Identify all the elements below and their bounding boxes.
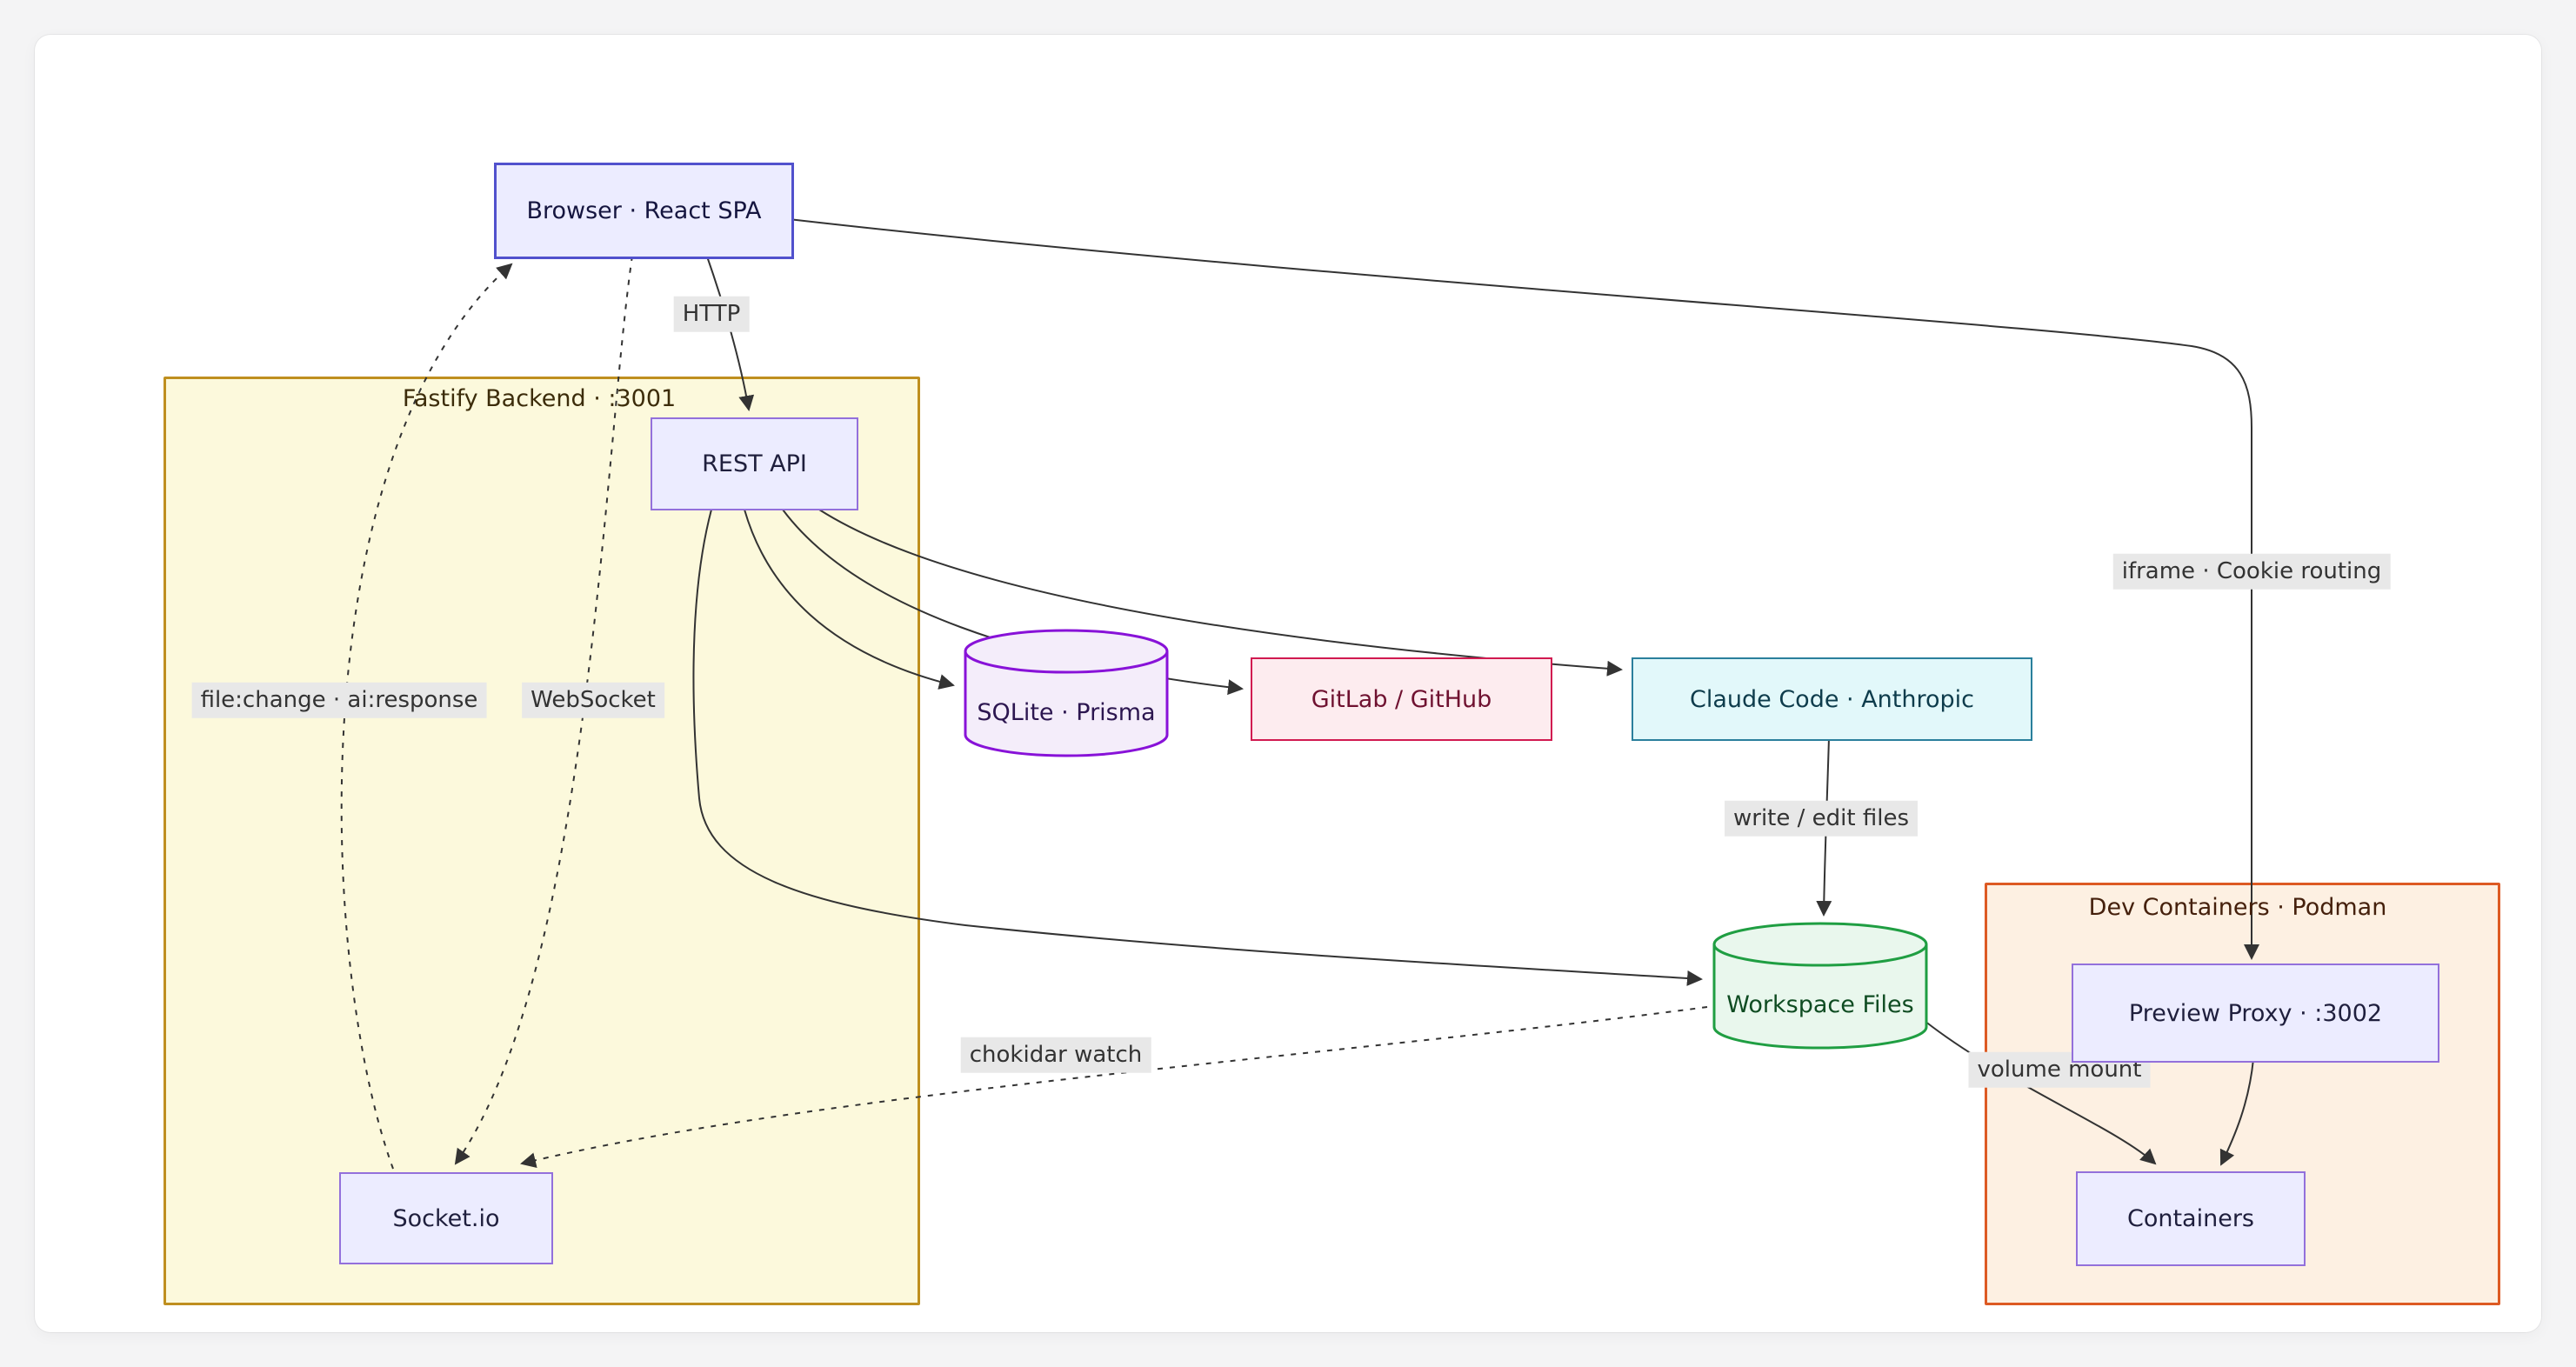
node-containers-label: Containers xyxy=(2126,1205,2254,1232)
edge-restapi-workspace xyxy=(692,509,1703,986)
node-rest-api: REST API xyxy=(651,417,858,510)
edge-label-write-edit: write / edit files xyxy=(1725,800,1918,837)
edge-browser-previewproxy xyxy=(788,218,2259,960)
edge-label-iframe-routing: iframe · Cookie routing xyxy=(2112,553,2391,590)
node-workspace-label: Workspace Files xyxy=(1726,991,1914,1018)
node-claude-code: Claude Code · Anthropic xyxy=(1632,657,2032,741)
database-cylinder-icon xyxy=(964,629,1169,757)
edge-label-websocket: WebSocket xyxy=(522,682,664,718)
node-browser-label: Browser · React SPA xyxy=(526,197,762,224)
edge-workspace-containers xyxy=(1924,1020,2157,1165)
node-sqlite-prisma-cylinder: SQLite · Prisma xyxy=(963,628,1170,758)
edge-restapi-sqlite xyxy=(744,509,955,690)
edge-label-chokidar: chokidar watch xyxy=(960,1037,1151,1073)
node-sqlite-label: SQLite · Prisma xyxy=(977,699,1156,726)
subgraph-title-fastify: Fastify Backend · :3001 xyxy=(402,385,677,412)
subgraph-title-devcontainers: Dev Containers · Podman xyxy=(2088,894,2387,921)
node-gitlab-github: GitLab / GitHub xyxy=(1251,657,1552,741)
node-browser-react-spa: Browser · React SPA xyxy=(494,163,794,259)
node-preview-proxy: Preview Proxy · :3002 xyxy=(2072,964,2439,1063)
node-socketio: Socket.io xyxy=(339,1172,553,1264)
node-gitlab-label: GitLab / GitHub xyxy=(1311,685,1492,713)
edge-previewproxy-containers xyxy=(2219,1058,2254,1166)
node-rest-api-label: REST API xyxy=(702,450,807,477)
edge-browser-restapi xyxy=(705,253,755,411)
node-containers: Containers xyxy=(2076,1171,2306,1266)
subgraph-fastify-backend xyxy=(164,377,920,1305)
edge-workspace-socketio-dotted xyxy=(520,1006,1708,1169)
node-preview-proxy-label: Preview Proxy · :3002 xyxy=(2128,999,2383,1027)
edge-label-volume-mount: volume mount xyxy=(1968,1051,2151,1088)
node-claude-label: Claude Code · Anthropic xyxy=(1689,685,1974,713)
node-workspace-files-cylinder: Workspace Files xyxy=(1712,922,1929,1050)
database-cylinder-icon xyxy=(1712,922,1928,1050)
node-socketio-label: Socket.io xyxy=(392,1204,500,1232)
edge-label-http: HTTP xyxy=(673,296,750,332)
edge-label-file-change: file:change · ai:response xyxy=(191,682,487,718)
